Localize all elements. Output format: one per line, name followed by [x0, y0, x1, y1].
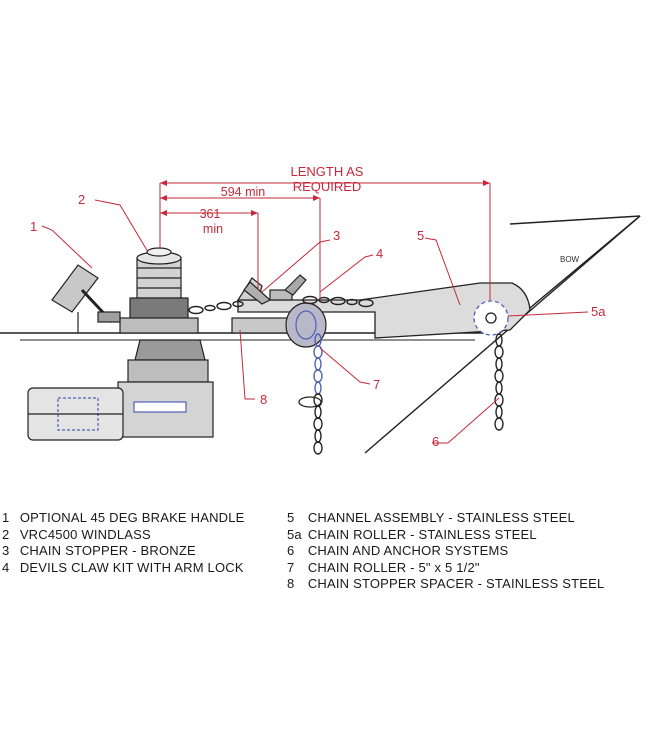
- legend-item-number: 6: [287, 543, 295, 559]
- legend-item-5a: 5a CHAIN ROLLER - STAINLESS STEEL: [287, 527, 604, 544]
- legend-item-number: 5a: [287, 526, 302, 542]
- legend-item-2: 2 VRC4500 WINDLASS: [2, 527, 245, 544]
- vertical-chain-center: [313, 333, 323, 395]
- callout-6: 6: [432, 434, 439, 449]
- chain-stopper: [236, 274, 307, 305]
- legend-item-text: CHAIN AND ANCHOR SYSTEMS: [307, 543, 509, 559]
- leader-lines: [41, 199, 589, 444]
- dimension-361-label-line1: 361: [200, 207, 221, 221]
- callout-5a: 5a: [591, 304, 606, 319]
- callout-7: 7: [373, 377, 380, 392]
- windlass-installation-diagram: LENGTH AS REQUIRED 594 min 361 min 1 2 3…: [0, 164, 641, 455]
- legend-item-text: CHAIN ROLLER - STAINLESS STEEL: [307, 526, 537, 542]
- legend-item-text: DEVILS CLAW KIT WITH ARM LOCK: [19, 559, 244, 575]
- legend-item-3: 3 CHAIN STOPPER - BRONZE: [2, 543, 245, 560]
- legend-item-number: 3: [2, 543, 10, 559]
- gearbox-motor: [27, 339, 214, 441]
- legend-item-text: CHANNEL ASSEMBLY - STAINLESS STEEL: [307, 510, 575, 525]
- callout-8: 8: [260, 392, 267, 407]
- legend-item-text: CHAIN STOPPER SPACER - STAINLESS STEEL: [307, 576, 605, 592]
- legend-item-text: OPTIONAL 45 DEG BRAKE HANDLE: [19, 510, 245, 525]
- callout-5: 5: [417, 228, 424, 243]
- legend-item-5: 5 CHANNEL ASSEMBLY - STAINLESS STEEL: [287, 510, 604, 527]
- length-as-required-label-line1: LENGTH AS: [291, 164, 364, 179]
- callout-2: 2: [78, 192, 85, 207]
- legend-item-number: 5: [287, 510, 295, 525]
- windlass: [119, 247, 199, 334]
- chain-roller: [285, 302, 327, 348]
- legend-left-column: 1 OPTIONAL 45 DEG BRAKE HANDLE 2 VRC4500…: [2, 510, 245, 576]
- legend-item-number: 2: [2, 526, 10, 542]
- legend-item-8: 8 CHAIN STOPPER SPACER - STAINLESS STEEL: [287, 576, 604, 593]
- bow-label: BOW: [560, 255, 580, 264]
- callout-4: 4: [376, 246, 383, 261]
- legend-item-6: 6 CHAIN AND ANCHOR SYSTEMS: [287, 543, 604, 560]
- legend-item-4: 4 DEVILS CLAW KIT WITH ARM LOCK: [2, 560, 245, 577]
- brake-handle: [51, 264, 121, 333]
- bow-chain: [494, 333, 504, 431]
- legend-item-number: 4: [2, 559, 10, 575]
- anchor-shackle: [298, 396, 322, 408]
- legend-item-number: 8: [287, 576, 295, 592]
- callout-3: 3: [333, 228, 340, 243]
- legend-item-number: 1: [2, 510, 10, 525]
- dimension-arrows: [160, 180, 490, 216]
- legend-item-1: 1 OPTIONAL 45 DEG BRAKE HANDLE: [2, 510, 245, 527]
- legend-item-text: CHAIN ROLLER - 5" x 5 1/2": [307, 559, 480, 575]
- callout-1: 1: [30, 219, 37, 234]
- legend-item-text: CHAIN STOPPER - BRONZE: [19, 543, 196, 559]
- dimension-594-label: 594 min: [221, 185, 266, 199]
- chain-stopper-spacer: [231, 317, 293, 334]
- legend-item-number: 7: [287, 559, 295, 575]
- dimension-361-label-line2: min: [203, 222, 223, 236]
- legend-item-7: 7 CHAIN ROLLER - 5" x 5 1/2": [287, 560, 604, 577]
- dimension-lines: [159, 182, 491, 300]
- length-as-required-label-line2: REQUIRED: [293, 179, 362, 194]
- legend-right-column: 5 CHANNEL ASSEMBLY - STAINLESS STEEL 5a …: [287, 510, 604, 593]
- legend-item-text: VRC4500 WINDLASS: [19, 526, 151, 542]
